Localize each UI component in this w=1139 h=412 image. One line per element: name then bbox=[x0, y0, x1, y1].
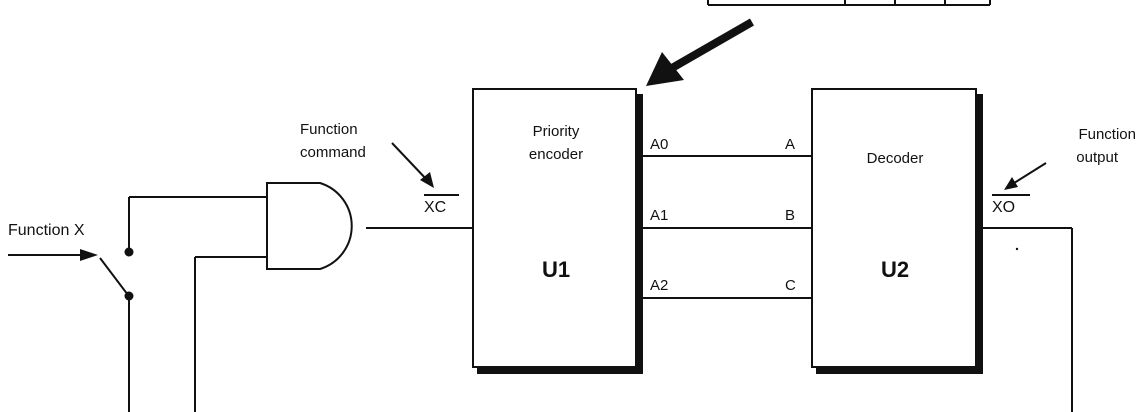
function-x-label: Function X bbox=[8, 222, 85, 239]
decoder-input-c: C bbox=[785, 277, 796, 294]
function-command-line2: command bbox=[300, 144, 366, 161]
bus-lines bbox=[643, 155, 812, 299]
decoder-block bbox=[811, 88, 983, 374]
xo-signal-label: XO bbox=[992, 199, 1015, 216]
xo-wire bbox=[983, 227, 1073, 412]
encoder-title-line2: encoder bbox=[529, 146, 583, 163]
encoder-block bbox=[472, 88, 643, 374]
function-output-line2: output bbox=[1076, 149, 1119, 166]
function-command-arrow bbox=[391, 142, 434, 188]
encoder-id: U1 bbox=[542, 257, 570, 282]
decoder-id: U2 bbox=[881, 257, 909, 282]
decoder-input-a: A bbox=[785, 136, 795, 153]
function-x-arrow bbox=[8, 249, 98, 261]
encoder-output-a0: A0 bbox=[650, 136, 668, 153]
function-command-line1: Function bbox=[300, 121, 358, 138]
top-table-fragment bbox=[707, 0, 991, 6]
and-gate bbox=[266, 182, 353, 270]
decoder-title: Decoder bbox=[867, 150, 924, 167]
function-output-arrow bbox=[1004, 162, 1047, 190]
decoder-input-b: B bbox=[785, 207, 795, 224]
encoder-output-a2: A2 bbox=[650, 277, 668, 294]
encoder-title-line1: Priority bbox=[533, 123, 580, 140]
xc-signal-label: XC bbox=[424, 199, 446, 216]
function-output-line1: Function bbox=[1078, 126, 1136, 143]
pointer-arrow bbox=[646, 18, 754, 86]
switch bbox=[99, 197, 134, 412]
gate-input-wires bbox=[129, 196, 267, 412]
encoder-output-a1: A1 bbox=[650, 207, 668, 224]
ink-dot bbox=[1015, 247, 1019, 251]
